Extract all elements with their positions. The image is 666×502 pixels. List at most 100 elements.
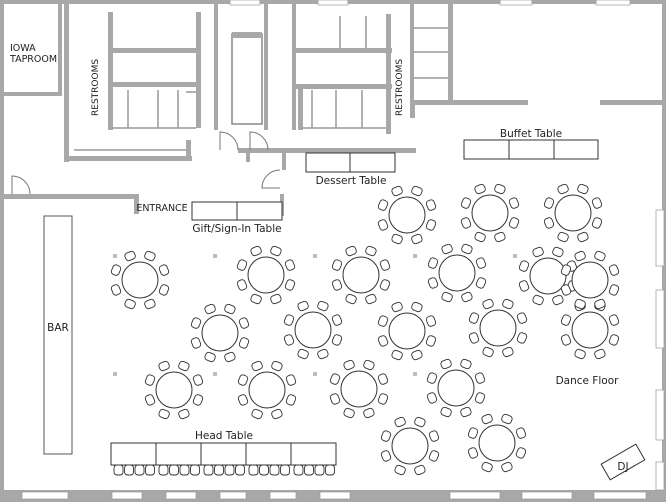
buffet-table: [463, 139, 599, 160]
round-table: [427, 243, 487, 303]
round-table: [467, 413, 527, 473]
chair: [560, 284, 572, 296]
chair: [467, 447, 479, 459]
right-windows: [655, 209, 665, 491]
round-table: [237, 360, 297, 420]
chair: [377, 373, 389, 385]
chair: [377, 393, 389, 405]
chair: [377, 315, 389, 327]
chair: [297, 348, 309, 360]
chair: [365, 245, 377, 257]
chair: [190, 337, 202, 349]
round-table-top: [340, 370, 378, 408]
chair: [532, 294, 544, 306]
chair: [608, 334, 620, 346]
labels: IOWA TAPROOM RESTROOMS RESTROOMS Buffet …: [9, 43, 629, 473]
chair: [250, 293, 262, 305]
chair: [411, 301, 423, 313]
dj-booth: [600, 443, 646, 481]
chair: [494, 231, 506, 243]
chair: [515, 427, 527, 439]
chair: [192, 394, 204, 406]
chair: [236, 259, 248, 271]
chair: [461, 291, 473, 303]
chair: [481, 413, 493, 425]
round-table-top: [438, 254, 476, 292]
round-table: [377, 185, 437, 245]
head-table-chair: [214, 464, 224, 476]
chair: [251, 408, 263, 420]
chair: [365, 293, 377, 305]
round-table: [460, 183, 520, 243]
chair: [502, 346, 514, 358]
chair: [482, 346, 494, 358]
chair: [158, 284, 170, 296]
head-table-chair: [325, 464, 335, 476]
chair: [474, 231, 486, 243]
iowa-taproom-label-line2: TAPROOM: [9, 54, 57, 65]
head-table-chair: [269, 464, 280, 476]
chair: [518, 280, 530, 292]
chair: [270, 245, 282, 257]
chair: [426, 372, 438, 384]
chair: [594, 348, 606, 360]
chair: [425, 335, 437, 347]
head-table-chair: [314, 464, 325, 476]
chair: [377, 199, 389, 211]
chair: [391, 349, 403, 361]
gift-signin-table: [191, 201, 283, 221]
chair: [426, 392, 438, 404]
round-table-top: [391, 427, 429, 465]
chair: [297, 300, 309, 312]
chair: [178, 408, 190, 420]
head-table-chair: [304, 464, 314, 476]
chair: [543, 217, 555, 229]
chair: [516, 332, 528, 344]
chair: [144, 298, 156, 310]
chair: [460, 197, 472, 209]
chair: [574, 348, 586, 360]
chair: [460, 406, 472, 418]
chair: [283, 334, 295, 346]
round-table-top: [571, 311, 609, 349]
round-table-top: [571, 261, 609, 299]
chair: [560, 314, 572, 326]
chair: [414, 464, 426, 476]
chair: [441, 243, 453, 255]
chair: [110, 284, 122, 296]
chair: [204, 351, 216, 363]
chair: [124, 298, 136, 310]
chair: [224, 303, 236, 315]
chair: [343, 359, 355, 371]
chair: [468, 332, 480, 344]
chair: [178, 360, 190, 372]
chair: [285, 394, 297, 406]
bar-label: BAR: [47, 322, 69, 334]
round-table: [518, 246, 578, 306]
chair: [283, 314, 295, 326]
chair: [124, 250, 136, 262]
head-table-chair: [280, 464, 290, 476]
chair: [363, 407, 375, 419]
round-table: [190, 303, 250, 363]
round-table-top: [478, 424, 516, 462]
restrooms-right-label: RESTROOMS: [395, 59, 405, 116]
chair: [440, 358, 452, 370]
bottom-windows: [21, 491, 647, 500]
chair: [158, 408, 170, 420]
chair: [158, 264, 170, 276]
pillars: [113, 254, 517, 376]
round-table-top: [342, 256, 380, 294]
dance-floor-label: Dance Floor: [556, 375, 620, 387]
round-table: [380, 416, 440, 476]
head-table-chair: [158, 464, 169, 476]
chair: [144, 250, 156, 262]
round-table: [468, 298, 528, 358]
chair: [494, 183, 506, 195]
chair: [552, 246, 564, 258]
chair: [501, 461, 513, 473]
head-table-chairs: [113, 464, 335, 476]
chair: [608, 264, 620, 276]
chair: [460, 358, 472, 370]
chair: [190, 317, 202, 329]
